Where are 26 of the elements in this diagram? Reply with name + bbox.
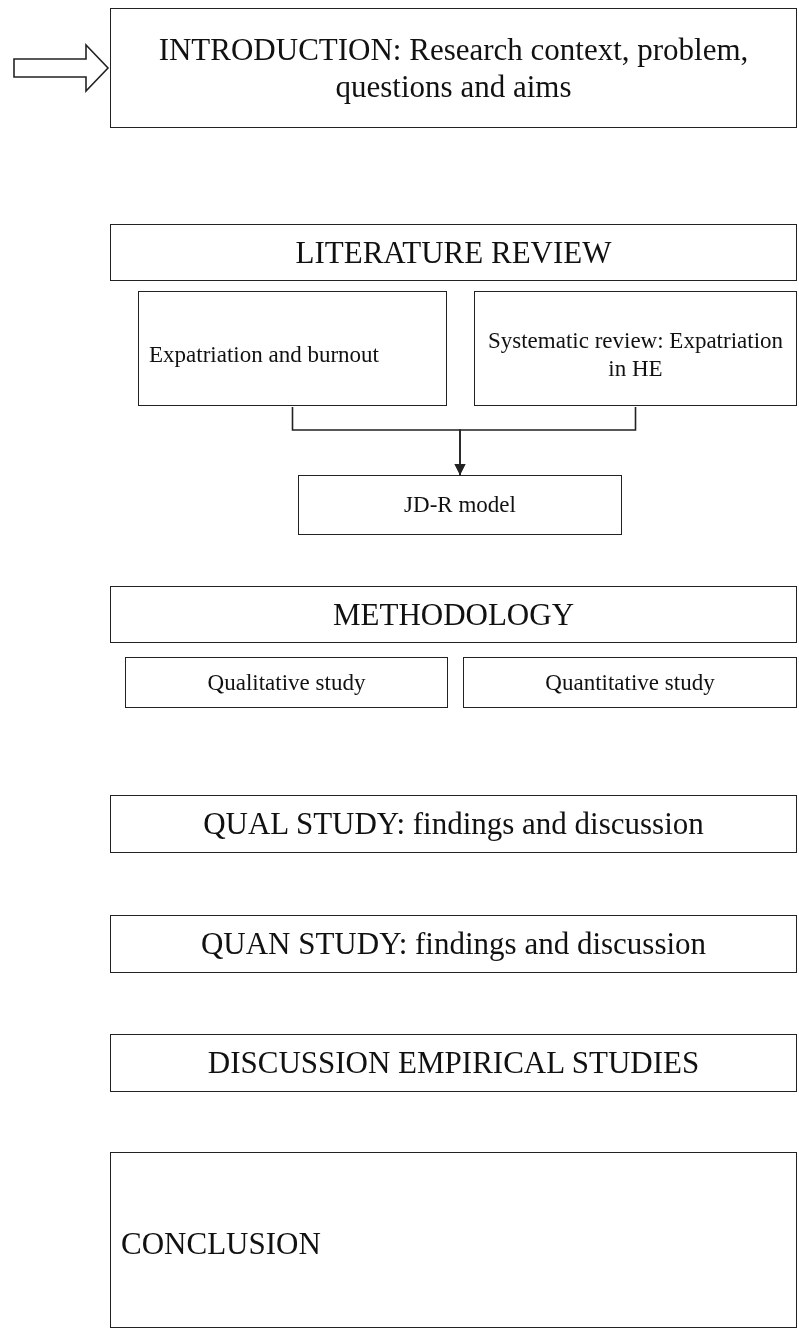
box-label: Quantitative study xyxy=(545,668,715,697)
connector-arrow xyxy=(454,406,637,476)
process-box xyxy=(138,291,447,406)
process-box xyxy=(110,795,797,853)
process-box xyxy=(125,657,448,708)
process-box xyxy=(463,657,797,708)
process-box xyxy=(110,8,797,128)
block-arrow xyxy=(13,43,110,93)
process-box xyxy=(110,915,797,973)
box-label: METHODOLOGY xyxy=(332,595,575,634)
process-box xyxy=(474,291,797,406)
box-label: Qualitative study xyxy=(207,668,366,697)
process-box xyxy=(110,1034,797,1092)
box-label: QUAN STUDY: findings and discussion xyxy=(200,925,707,963)
box-label: CONCLUSION xyxy=(121,1225,321,1263)
box-label: Systematic review: Expatriation in HE xyxy=(486,326,785,383)
process-box xyxy=(110,1152,797,1328)
box-label: DISCUSSION EMPIRICAL STUDIES xyxy=(207,1044,700,1082)
box-label: INTRODUCTION: Research context, problem, questions and aims xyxy=(157,30,750,106)
process-box xyxy=(298,475,622,535)
box-label: LITERATURE REVIEW xyxy=(295,233,612,272)
box-label: JD-R model xyxy=(404,491,516,519)
box-label: QUAL STUDY: findings and discussion xyxy=(203,805,704,843)
process-box xyxy=(110,224,797,281)
box-label: Expatriation and burnout xyxy=(149,340,379,369)
process-box xyxy=(110,586,797,643)
